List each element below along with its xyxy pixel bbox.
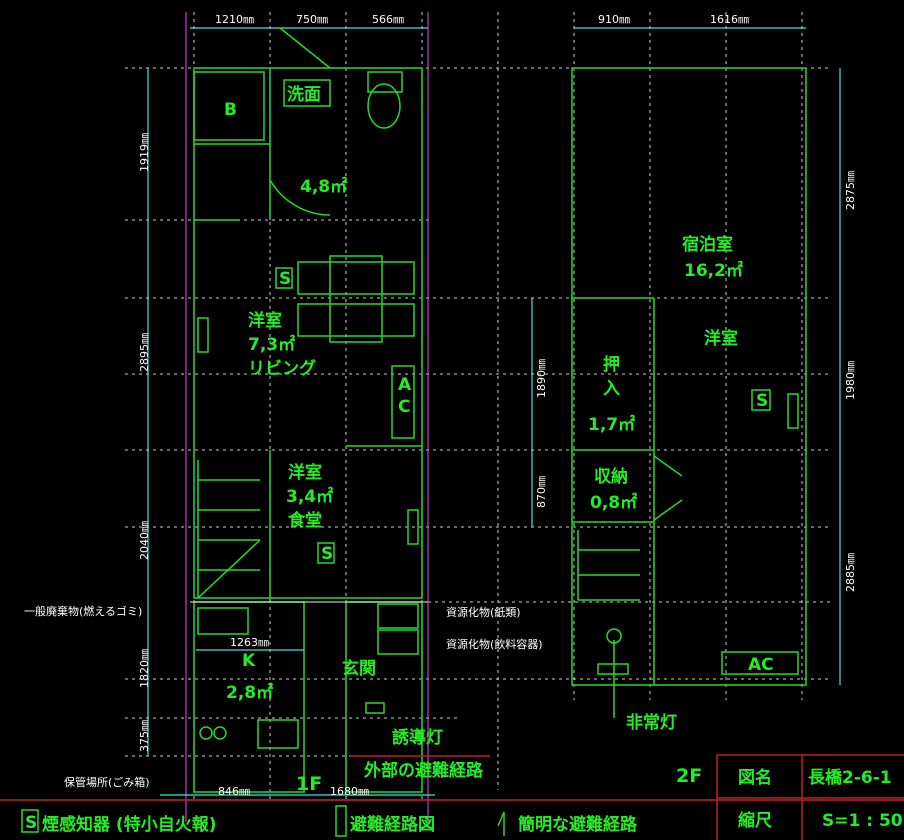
floor1-label: 1F xyxy=(296,773,322,795)
storage-name: 収納 xyxy=(594,466,628,487)
legend-simple-route-text: 簡明な避難経路 xyxy=(517,814,638,835)
guide-light-label: 誘導灯 xyxy=(392,727,443,748)
dim-bottom-2: 1680㎜ xyxy=(330,785,369,798)
closet-area: 1,7㎡ xyxy=(588,414,635,435)
closet-name-2: 入 xyxy=(603,379,620,399)
kitchen-width-dim: 1263㎜ xyxy=(230,636,269,649)
living-use: リビング xyxy=(248,358,316,379)
dim-left-2: 2895㎜ xyxy=(138,333,151,372)
lodging-area: 16,2㎡ xyxy=(684,260,743,281)
paper-recycle-label: 資源化物(紙類) xyxy=(446,605,521,619)
floor1-walls xyxy=(147,12,490,822)
legend-smoke-icon-text: S xyxy=(25,813,37,833)
grid-lines xyxy=(125,12,830,800)
dim2-right-3: 2885㎜ xyxy=(844,553,857,592)
dim2-right-1: 2875㎜ xyxy=(844,171,857,210)
scale-label: 縮尺 xyxy=(738,810,772,831)
storage-area: 0,8㎡ xyxy=(590,492,637,513)
dim2-left-1: 1890㎜ xyxy=(535,359,548,398)
drawing-name-label: 図名 xyxy=(738,767,772,788)
floor2-walls xyxy=(531,27,841,718)
dim-left-3: 2040㎜ xyxy=(138,521,151,560)
dim-top-1: 1210㎜ xyxy=(215,13,254,26)
kitchen-name: K xyxy=(242,651,256,671)
dim2-top-2: 1616㎜ xyxy=(710,13,749,26)
kitchen-area: 2,8㎡ xyxy=(226,682,273,703)
evacuation-route-icon xyxy=(335,805,347,837)
drawing-name-value: 長橋2-6-1 xyxy=(808,767,892,788)
title-block-frame xyxy=(0,754,904,840)
smoke-detector-icon xyxy=(21,809,39,833)
dim-bottom-1: 846㎜ xyxy=(218,785,250,798)
emergency-light-label: 非常灯 xyxy=(626,712,677,733)
dining-area: 3,4㎡ xyxy=(286,486,333,507)
lodging-name: 宿泊室 xyxy=(682,234,733,255)
living-area: 7,3㎡ xyxy=(248,334,295,355)
dim-top-2: 750㎜ xyxy=(296,13,328,26)
exterior-route-label: 外部の避難経路 xyxy=(364,760,484,781)
smoke-mark-dining: S xyxy=(321,544,333,564)
legend-route-text: 避難経路図 xyxy=(350,814,435,835)
legend-smoke-text: 煙感知器 (特小自火報) xyxy=(42,814,216,835)
dim-left-5: 375㎜ xyxy=(138,720,151,752)
entrance-label: 玄関 xyxy=(342,658,376,679)
ac-label-2f: AC xyxy=(748,655,774,675)
trash-storage-label: 保管場所(ごみ箱) xyxy=(64,775,150,789)
washroom-label: 洗面 xyxy=(287,84,321,105)
dim-left-1: 1919㎜ xyxy=(138,133,151,172)
western-room-label: 洋室 xyxy=(704,328,738,349)
dim-top-3: 566㎜ xyxy=(372,13,404,26)
dining-use: 食堂 xyxy=(288,510,322,531)
bath-label: B xyxy=(224,100,237,120)
dim-left-4: 1820㎜ xyxy=(138,649,151,688)
closet-name-1: 押 xyxy=(603,354,620,375)
wash-area: 4,8㎡ xyxy=(300,176,347,197)
simple-route-arrow-icon xyxy=(497,811,505,836)
smoke-mark-2f: S xyxy=(756,391,768,411)
dim2-top-1: 910㎜ xyxy=(598,13,630,26)
bottle-recycle-label: 資源化物(飲料容器) xyxy=(446,637,543,651)
living-name: 洋室 xyxy=(248,310,282,331)
floor2-label: 2F xyxy=(676,765,702,787)
smoke-mark-living: S xyxy=(279,269,291,289)
dim2-left-2: 870㎜ xyxy=(535,476,548,508)
dim2-right-2: 1980㎜ xyxy=(844,361,857,400)
scale-value: S=1 : 50 xyxy=(822,811,903,831)
dining-name: 洋室 xyxy=(288,462,322,483)
burnable-waste-label: 一般廃棄物(燃えるゴミ) xyxy=(24,604,142,618)
